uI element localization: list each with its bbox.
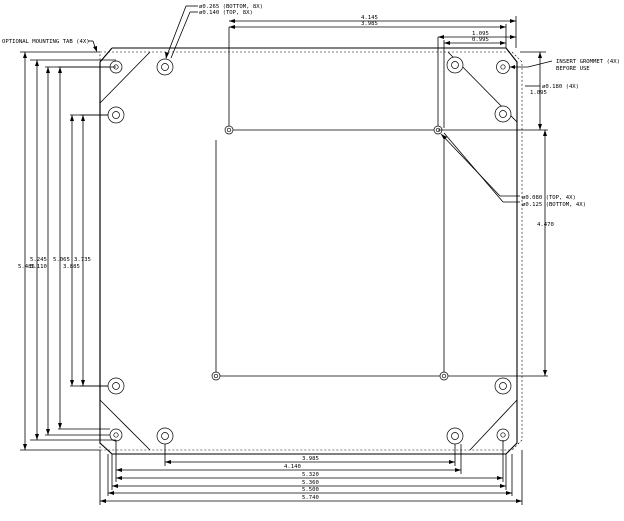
hole-icon <box>446 56 464 74</box>
optional-tab-label: OPTIONAL MOUNTING TAB (4X) <box>2 39 90 45</box>
grommet-hole-icon <box>496 428 510 442</box>
hole-icon <box>107 106 125 124</box>
dim-3985-bottom: 3.985 <box>302 456 319 462</box>
small-hole-callout: ø0.080 (TOP, 4X) ø0.125 (BOTTOM, 4X) <box>440 132 586 208</box>
dim-3985-top: 3.985 <box>361 21 378 27</box>
mounting-holes <box>107 56 512 445</box>
dim-5500: 5.500 <box>302 487 319 493</box>
dim-1095-top: 1.095 <box>472 31 489 37</box>
hole-icon <box>107 377 125 395</box>
hole-icon <box>494 105 512 123</box>
dim-4145: 4.145 <box>361 15 378 21</box>
small-top-label: ø0.080 (TOP, 4X) <box>522 195 576 201</box>
right-dimensions: 1.095 4.470 <box>438 51 554 377</box>
left-dimensions: 5.485 5.245 5.110 5.065 3.885 3.735 <box>18 51 116 451</box>
grommet-hole-label: ø0.180 (4X) <box>542 84 579 90</box>
top-dimensions: 4.145 3.985 1.095 0.995 <box>229 15 517 128</box>
small-hole-icon <box>439 371 449 381</box>
hole-icon <box>446 427 464 445</box>
dim-5485: 5.485 <box>18 264 35 270</box>
grommet-line2: BEFORE USE <box>556 66 590 72</box>
hole-icon <box>494 377 512 395</box>
hole-icon <box>109 428 123 442</box>
dim-4470: 4.470 <box>537 222 554 228</box>
corner-chamfers <box>99 51 518 451</box>
inner-frame <box>215 27 445 377</box>
hole-icon <box>156 58 174 76</box>
small-hole-icon <box>211 371 221 381</box>
dim-5740: 5.740 <box>302 495 319 501</box>
dim-5110: 5.110 <box>30 264 47 270</box>
hole-bottom-8x-label: ø0.265 (BOTTOM, 8X) <box>199 4 263 10</box>
bottom-dimensions: 3.985 4.140 5.320 5.360 5.500 5.740 <box>99 440 523 505</box>
dim-4140: 4.140 <box>284 464 301 470</box>
hole-callout-top: ø0.265 (BOTTOM, 8X) ø0.140 (TOP, 8X) <box>165 4 263 59</box>
grommet-callout: INSERT GROMMET (4X) BEFORE USE ø0.180 (4… <box>510 59 620 90</box>
hole-icon <box>156 427 174 445</box>
dim-5320: 5.320 <box>302 472 319 478</box>
optional-tab-callout: OPTIONAL MOUNTING TAB (4X) <box>2 39 97 52</box>
board-outline <box>99 47 523 455</box>
dim-1095-right: 1.095 <box>530 90 547 96</box>
dim-3885: 3.885 <box>63 264 80 270</box>
grommet-hole-icon <box>496 60 510 74</box>
grommet-line1: INSERT GROMMET (4X) <box>556 59 620 65</box>
dim-5360: 5.360 <box>302 480 319 486</box>
dim-3735: 3.735 <box>74 257 91 263</box>
dim-5245: 5.245 <box>30 257 47 263</box>
hole-top-8x-label: ø0.140 (TOP, 8X) <box>199 10 253 16</box>
dim-0995-top: 0.995 <box>472 37 489 43</box>
small-hole-icon <box>224 125 234 135</box>
dim-5065: 5.065 <box>53 257 70 263</box>
small-bottom-label: ø0.125 (BOTTOM, 4X) <box>522 202 586 208</box>
